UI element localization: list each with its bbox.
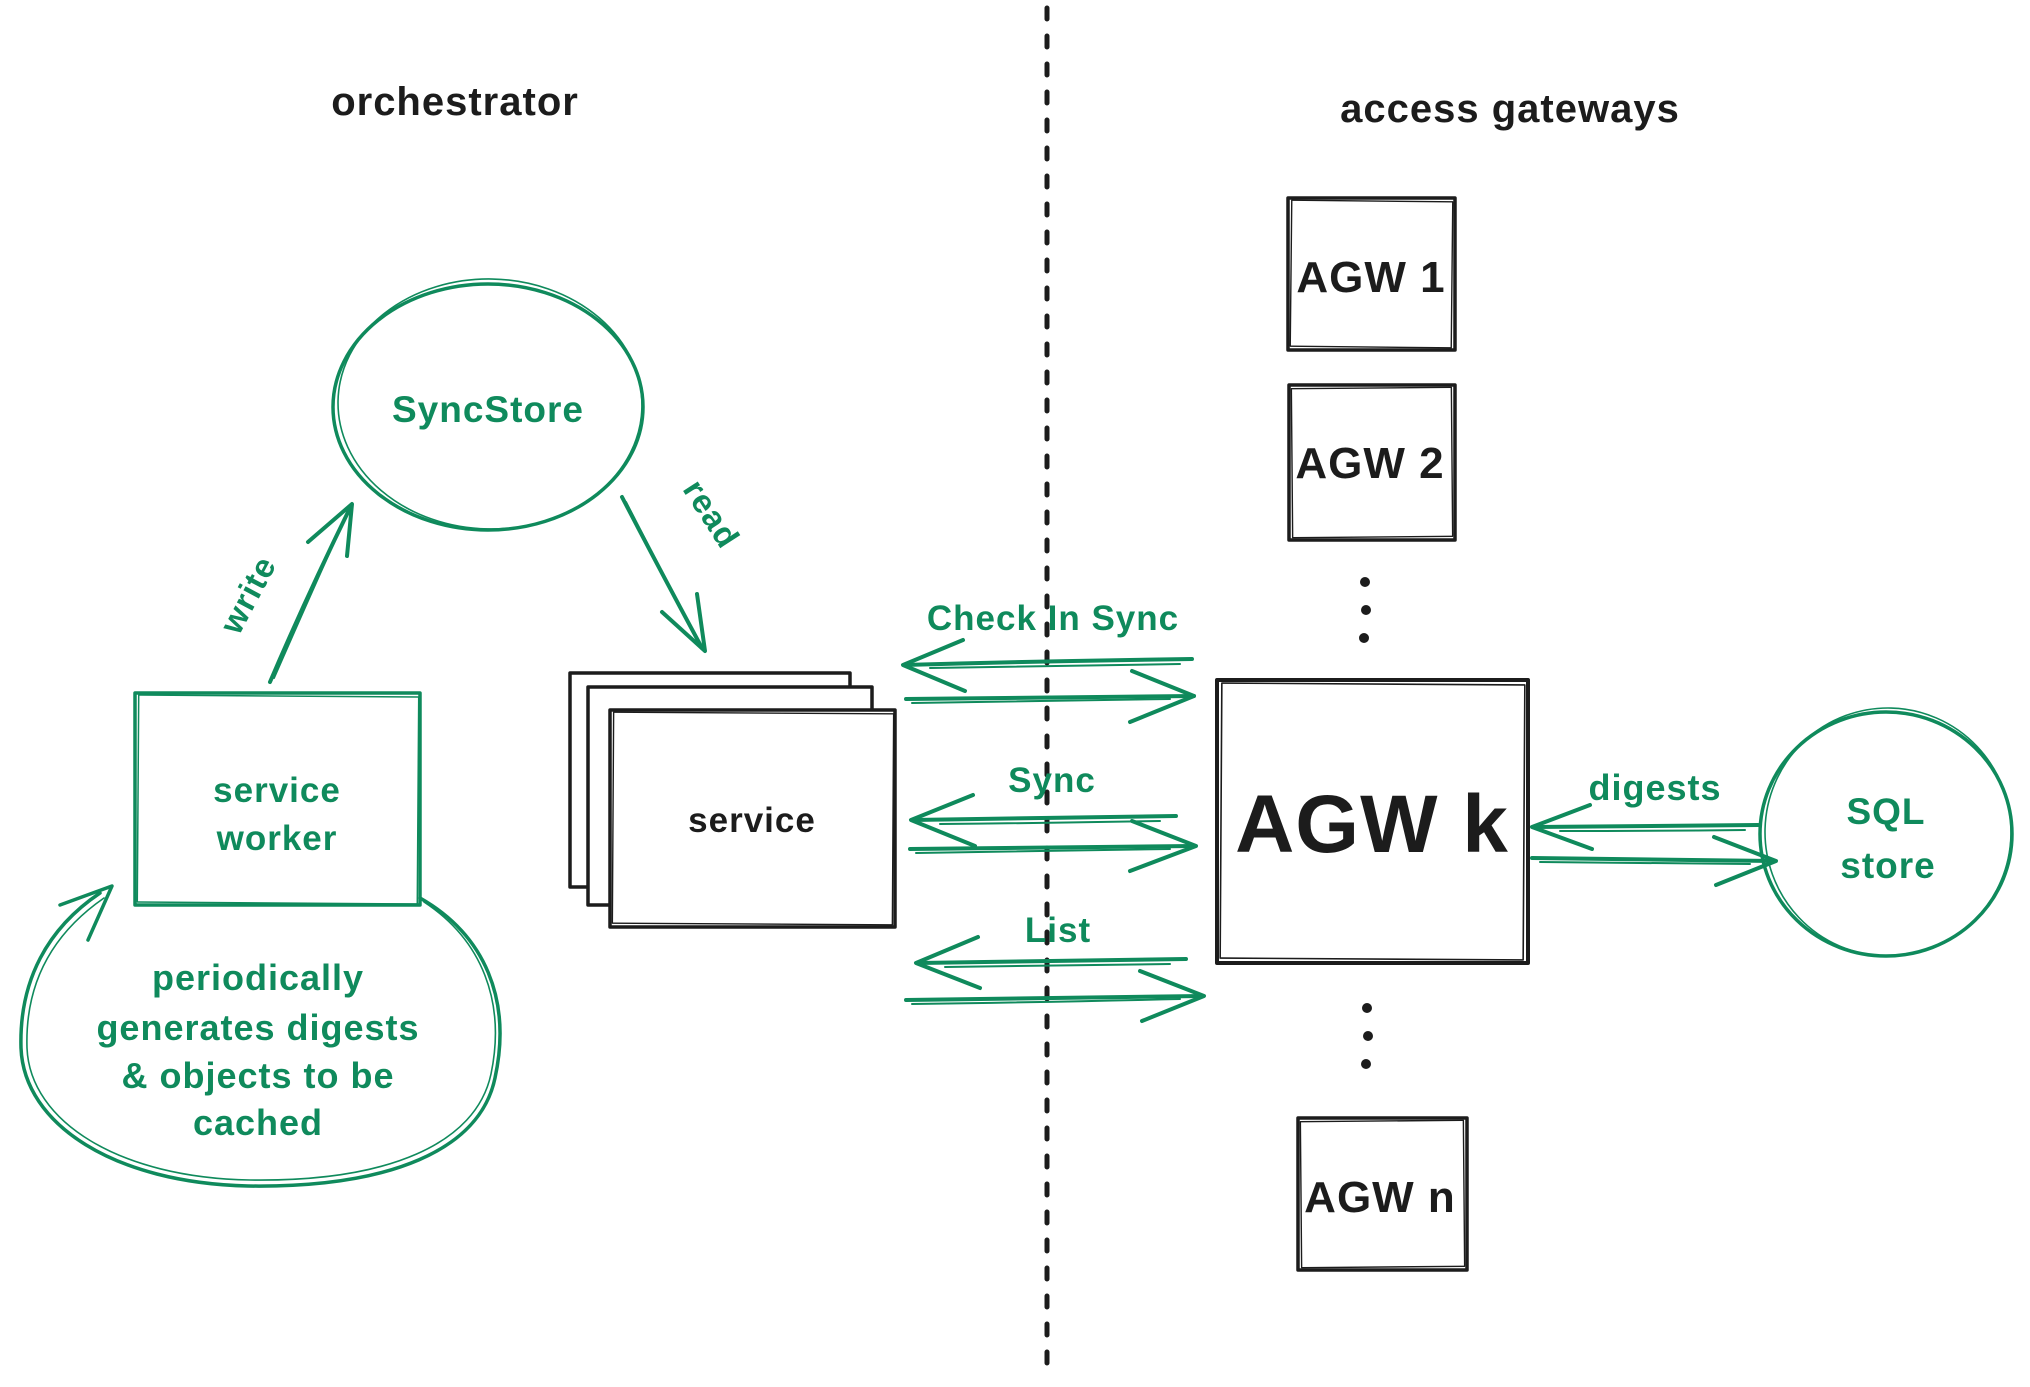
list-arrows: List xyxy=(904,911,1206,1023)
service-worker-node: service worker xyxy=(133,691,422,907)
periodic-loop-arrow: periodically generates digests & objects… xyxy=(19,884,502,1188)
sync-store-ellipse-sketch xyxy=(337,278,643,530)
agw-n-box-sketch xyxy=(1299,1119,1466,1269)
service-worker-box-sketch xyxy=(136,694,420,905)
digests-label: digests xyxy=(1588,767,1721,808)
agw-2-node: AGW 2 xyxy=(1287,383,1457,542)
service-box-front-sketch xyxy=(611,711,895,926)
service-node: service xyxy=(568,671,897,929)
loop-note-line3: & objects to be xyxy=(121,1055,394,1096)
list-label: List xyxy=(1025,911,1091,950)
agw-2-box-sketch xyxy=(1290,386,1454,539)
service-worker-box xyxy=(133,691,422,907)
check-in-sync-label: Check In Sync xyxy=(927,599,1179,638)
check-in-sync-arrows: Check In Sync xyxy=(901,599,1196,724)
agw-n-label: AGW n xyxy=(1304,1173,1456,1222)
service-label: service xyxy=(688,801,816,840)
sql-store-node: SQL store xyxy=(1758,707,2014,958)
read-arrow-label: read xyxy=(676,473,747,555)
vertical-ellipsis-icon xyxy=(1359,577,1371,643)
service-box-front xyxy=(608,708,897,929)
right-section-title: access gateways xyxy=(1340,87,1680,131)
agw-k-box xyxy=(1215,678,1530,965)
service-worker-label-line2: worker xyxy=(216,819,338,858)
sql-store-label-line1: SQL xyxy=(1846,791,1925,832)
sync-store-node: SyncStore xyxy=(331,278,645,532)
agw-k-label: AGW k xyxy=(1235,779,1509,870)
vertical-ellipsis-icon xyxy=(1361,1003,1373,1069)
agw-n-node: AGW n xyxy=(1296,1116,1469,1272)
loop-note-line4: cached xyxy=(193,1102,323,1143)
sync-store-ellipse xyxy=(331,282,645,532)
left-section-title: orchestrator xyxy=(331,80,579,124)
agw-1-node: AGW 1 xyxy=(1286,196,1457,352)
agw-1-label: AGW 1 xyxy=(1296,253,1445,302)
agw-2-label: AGW 2 xyxy=(1295,439,1444,488)
service-worker-label-line1: service xyxy=(213,771,341,810)
write-arrow-label: write xyxy=(212,550,284,641)
sql-store-circle-sketch xyxy=(1764,707,2012,957)
sql-store-label-line2: store xyxy=(1840,845,1935,886)
read-arrow: read xyxy=(620,473,747,653)
agw-k-node: AGW k xyxy=(1215,678,1530,965)
loop-note-line1: periodically xyxy=(152,957,364,998)
sync-arrows: Sync xyxy=(908,761,1198,873)
loop-note-line2: generates digests xyxy=(96,1007,419,1048)
agw-1-box xyxy=(1286,196,1457,352)
sync-label: Sync xyxy=(1008,761,1096,800)
digests-arrows: digests xyxy=(1530,767,1778,887)
agw-1-box-sketch xyxy=(1289,199,1454,349)
agw-2-box xyxy=(1287,383,1457,542)
write-arrow: write xyxy=(212,502,354,684)
sync-store-label: SyncStore xyxy=(392,389,584,430)
agw-k-box-sketch xyxy=(1219,682,1526,961)
agw-n-box xyxy=(1296,1116,1469,1272)
